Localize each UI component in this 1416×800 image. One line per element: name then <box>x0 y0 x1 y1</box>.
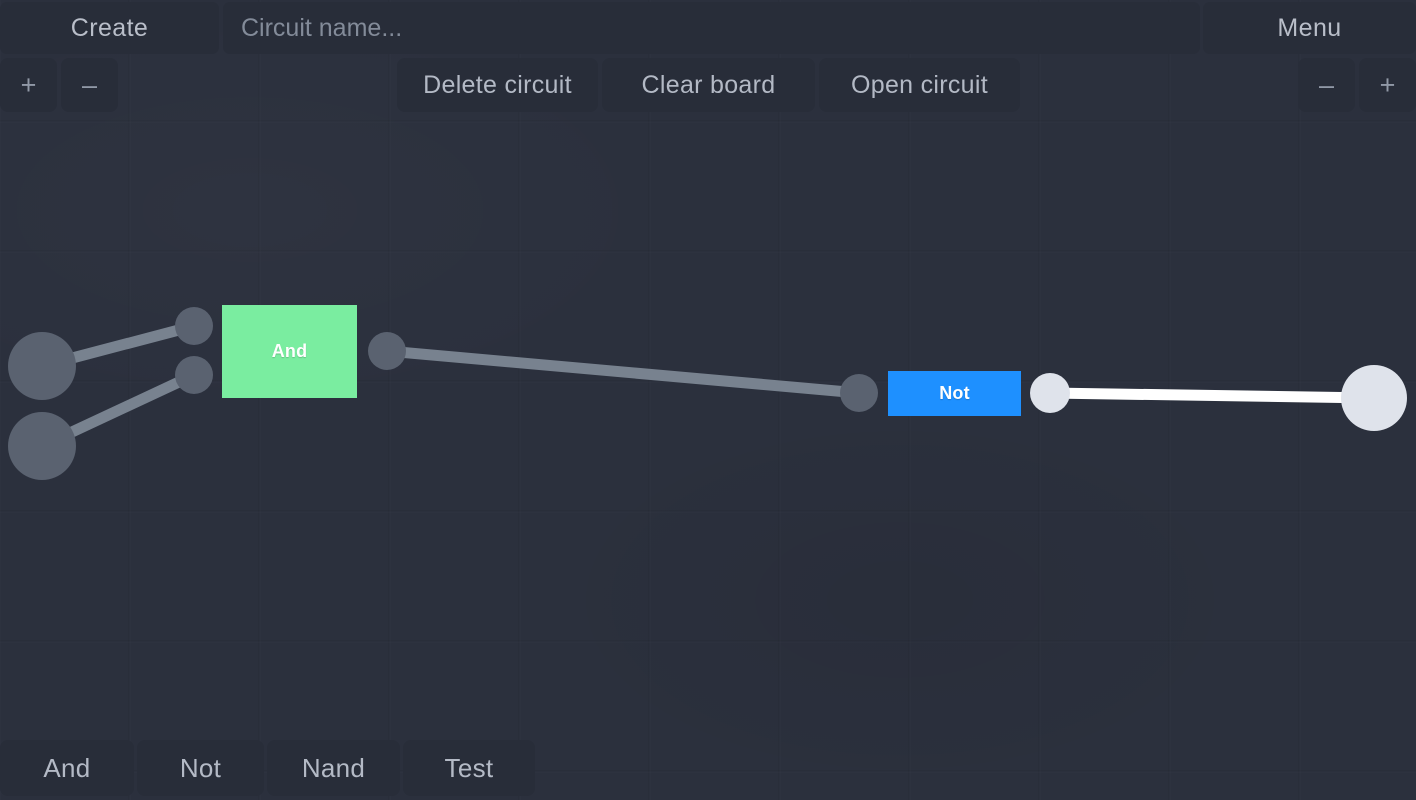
tool-bar: + – Delete circuit Clear board Open circ… <box>0 58 1416 112</box>
zoom-in-left-button[interactable]: + <box>0 58 57 112</box>
delete-circuit-button[interactable]: Delete circuit <box>397 58 598 112</box>
node-output-sink[interactable] <box>1341 365 1407 431</box>
palette-item-not[interactable]: Not <box>137 740 264 796</box>
node-and-out[interactable] <box>368 332 406 370</box>
gate-and-gate[interactable]: And <box>222 305 357 398</box>
create-button[interactable]: Create <box>0 2 219 54</box>
node-not-out[interactable] <box>1030 373 1070 413</box>
palette-item-nand[interactable]: Nand <box>267 740 400 796</box>
node-and-in-2[interactable] <box>175 356 213 394</box>
top-bar: Create Menu <box>0 0 1416 56</box>
open-circuit-button[interactable]: Open circuit <box>819 58 1020 112</box>
node-and-in-1[interactable] <box>175 307 213 345</box>
menu-button[interactable]: Menu <box>1203 2 1416 54</box>
circuit-name-input[interactable] <box>223 2 1200 54</box>
palette-item-and[interactable]: And <box>0 740 134 796</box>
palette-item-test[interactable]: Test <box>403 740 535 796</box>
node-input-b[interactable] <box>8 412 76 480</box>
clear-board-button[interactable]: Clear board <box>602 58 815 112</box>
zoom-in-right-button[interactable]: + <box>1359 58 1416 112</box>
node-input-a[interactable] <box>8 332 76 400</box>
gate-not-gate[interactable]: Not <box>888 371 1021 416</box>
node-not-in[interactable] <box>840 374 878 412</box>
zoom-out-right-button[interactable]: – <box>1298 58 1355 112</box>
zoom-out-left-button[interactable]: – <box>61 58 118 112</box>
gate-palette: And Not Nand Test <box>0 740 1416 800</box>
